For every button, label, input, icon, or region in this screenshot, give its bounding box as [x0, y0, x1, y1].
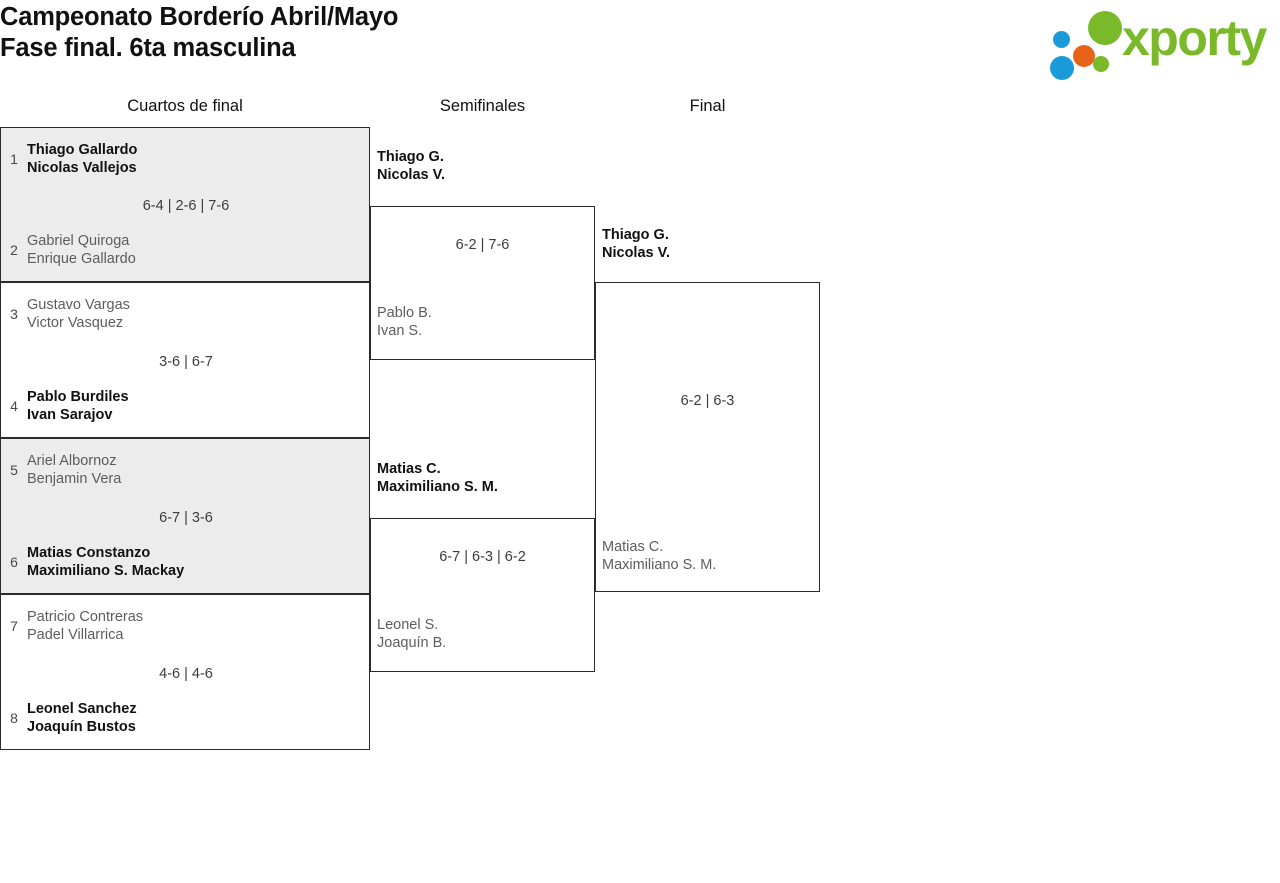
page-header: Campeonato Borderío Abril/Mayo Fase fina… — [0, 0, 1280, 80]
player-name-2: Joaquín B. — [377, 635, 447, 651]
logo-wordmark: xporty — [1122, 10, 1267, 66]
match-score: 6-2 | 7-6 — [455, 237, 510, 253]
final-participant-top[interactable]: Thiago G. Nicolas V. — [602, 226, 670, 262]
participant-names: Thiago Gallardo Nicolas Vallejos — [27, 141, 137, 177]
participant-names: Ariel Albornoz Benjamin Vera — [27, 452, 121, 488]
semifinal-2-participant-top[interactable]: Matias C. Maximiliano S. M. — [377, 460, 498, 496]
seed-number: 2 — [10, 242, 18, 258]
player-name-2: Victor Vasquez — [27, 315, 124, 331]
semifinal-2-participant-bottom[interactable]: Leonel S. Joaquín B. — [377, 616, 446, 652]
logo-dot-green-large-icon — [1088, 11, 1122, 45]
match-semifinal-2[interactable] — [370, 518, 595, 672]
logo-dot-green-small-icon — [1093, 56, 1109, 72]
player-name-2: Maximiliano S. M. — [602, 557, 717, 573]
participant-names: Matias Constanzo Maximiliano S. Mackay — [27, 544, 184, 580]
participant-names: Gustavo Vargas Victor Vasquez — [27, 296, 130, 332]
match-participant-bottom[interactable]: 8 Leonel Sanchez Joaquín Bustos — [1, 695, 371, 741]
player-name-2: Padel Villarrica — [27, 627, 124, 643]
player-name-2: Joaquín Bustos — [27, 719, 136, 735]
player-name-2: Maximiliano S. M. — [377, 479, 498, 495]
match-participant-top[interactable]: 5 Ariel Albornoz Benjamin Vera — [1, 447, 371, 493]
player-name-1: Matias C. — [377, 461, 441, 477]
seed-number: 6 — [10, 554, 18, 570]
xporty-logo[interactable]: xporty — [1050, 6, 1276, 80]
match-score: 6-7 | 3-6 — [159, 510, 213, 526]
player-name-2: Benjamin Vera — [27, 471, 122, 487]
participant-names: Gabriel Quiroga Enrique Gallardo — [27, 232, 136, 268]
match-score: 4-6 | 4-6 — [159, 666, 213, 682]
player-name-1: Matias Constanzo — [27, 545, 151, 561]
match-participant-top[interactable]: 7 Patricio Contreras Padel Villarrica — [1, 603, 371, 649]
match-participant-top[interactable]: 3 Gustavo Vargas Victor Vasquez — [1, 291, 371, 337]
player-name-1: Matias C. — [602, 539, 664, 555]
final-participant-bottom[interactable]: Matias C. Maximiliano S. M. — [602, 538, 716, 574]
match-participant-bottom[interactable]: 2 Gabriel Quiroga Enrique Gallardo — [1, 227, 371, 273]
player-name-2: Nicolas V. — [377, 167, 445, 183]
match-quarterfinal-2[interactable]: 3 Gustavo Vargas Victor Vasquez 3-6 | 6-… — [0, 282, 370, 438]
player-name-2: Ivan S. — [377, 323, 423, 339]
match-participant-top[interactable]: 1 Thiago Gallardo Nicolas Vallejos — [1, 136, 371, 182]
player-name-2: Nicolas V. — [602, 245, 670, 261]
match-participant-bottom[interactable]: 4 Pablo Burdiles Ivan Sarajov — [1, 383, 371, 429]
match-quarterfinal-1[interactable]: 1 Thiago Gallardo Nicolas Vallejos 6-4 |… — [0, 127, 370, 282]
match-score: 6-7 | 6-3 | 6-2 — [439, 549, 526, 565]
match-score: 6-4 | 2-6 | 7-6 — [142, 198, 230, 214]
player-name-1: Leonel S. — [377, 617, 439, 633]
seed-number: 3 — [10, 306, 18, 322]
player-name-1: Leonel Sanchez — [27, 701, 137, 717]
player-name-2: Enrique Gallardo — [27, 251, 136, 267]
seed-number: 8 — [10, 710, 18, 726]
seed-number: 4 — [10, 398, 18, 414]
round-header-final: Final — [689, 97, 726, 115]
match-semifinal-1[interactable] — [370, 206, 595, 360]
player-name-1: Patricio Contreras — [27, 609, 144, 625]
page-title: Campeonato Borderío Abril/Mayo Fase fina… — [0, 2, 398, 64]
round-header-semifinals: Semifinales — [439, 97, 526, 115]
match-quarterfinal-4[interactable]: 7 Patricio Contreras Padel Villarrica 4-… — [0, 594, 370, 750]
match-participant-bottom[interactable]: 6 Matias Constanzo Maximiliano S. Mackay — [1, 539, 371, 585]
match-final[interactable] — [595, 282, 820, 592]
semifinal-1-participant-top[interactable]: Thiago G. Nicolas V. — [377, 148, 445, 184]
player-name-1: Thiago Gallardo — [27, 142, 138, 158]
player-name-2: Maximiliano S. Mackay — [27, 563, 185, 579]
logo-dot-blue-large-icon — [1050, 56, 1074, 80]
tournament-name: Campeonato Borderío Abril/Mayo — [0, 3, 399, 31]
match-quarterfinal-3[interactable]: 5 Ariel Albornoz Benjamin Vera 6-7 | 3-6… — [0, 438, 370, 594]
tournament-phase: Fase final. 6ta masculina — [0, 34, 296, 62]
player-name-1: Thiago G. — [377, 149, 444, 165]
semifinal-1-participant-bottom[interactable]: Pablo B. Ivan S. — [377, 304, 432, 340]
player-name-1: Thiago G. — [602, 227, 669, 243]
player-name-2: Nicolas Vallejos — [27, 160, 137, 176]
participant-names: Leonel Sanchez Joaquín Bustos — [27, 700, 137, 736]
participant-names: Patricio Contreras Padel Villarrica — [27, 608, 143, 644]
player-name-2: Ivan Sarajov — [27, 407, 113, 423]
seed-number: 5 — [10, 462, 18, 478]
match-score: 3-6 | 6-7 — [159, 354, 213, 370]
player-name-1: Gustavo Vargas — [27, 297, 130, 313]
player-name-1: Pablo Burdiles — [27, 389, 129, 405]
participant-names: Pablo Burdiles Ivan Sarajov — [27, 388, 129, 424]
player-name-1: Gabriel Quiroga — [27, 233, 130, 249]
logo-dot-orange-icon — [1073, 45, 1095, 67]
player-name-1: Pablo B. — [377, 305, 432, 321]
player-name-1: Ariel Albornoz — [27, 453, 117, 469]
match-score: 6-2 | 6-3 — [680, 393, 735, 409]
round-header-quarterfinals: Cuartos de final — [127, 97, 243, 115]
seed-number: 1 — [10, 151, 18, 167]
logo-dots-icon — [1050, 8, 1128, 80]
seed-number: 7 — [10, 618, 18, 634]
logo-dot-blue-small-icon — [1053, 31, 1070, 48]
